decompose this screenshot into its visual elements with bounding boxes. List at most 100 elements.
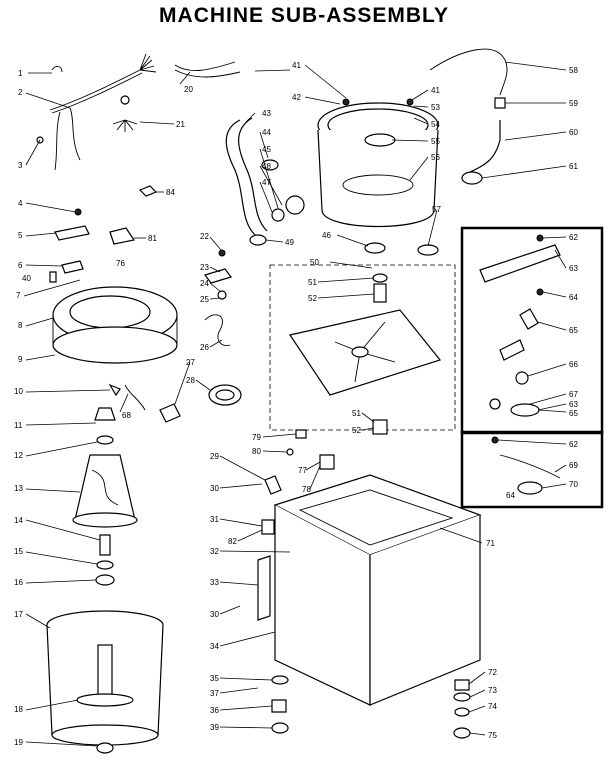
callout-28: 28 [186,376,195,385]
callout-73: 73 [488,686,497,695]
callout-labels: 1 2 3 4 5 6 7 8 9 10 11 12 13 14 15 16 1… [14,61,578,747]
callout-20: 20 [184,85,193,94]
cabinet [257,429,482,706]
callout-22: 22 [200,232,209,241]
callout-33: 33 [210,578,219,587]
callout-70: 70 [569,480,578,489]
callout-62-lower: 62 [569,440,578,449]
callout-37: 37 [210,689,219,698]
callout-30-upper: 30 [210,484,219,493]
callout-41-left: 41 [292,61,301,70]
callout-17: 17 [14,610,23,619]
callout-21: 21 [176,120,185,129]
callout-65-lower: 65 [569,409,578,418]
callout-59: 59 [569,99,578,108]
callout-51-lower: 51 [352,409,361,418]
callout-51-upper: 51 [308,278,317,287]
callout-41-right: 41 [431,86,440,95]
callout-42: 42 [292,93,301,102]
top-cover-ring [52,286,178,364]
callout-52-lower: 52 [352,426,361,435]
callout-53: 53 [431,103,440,112]
callout-56: 56 [431,153,440,162]
diagram-title: MACHINE SUB-ASSEMBLY [159,4,449,27]
callout-32: 32 [210,547,219,556]
leader-lines [23,61,567,747]
callout-14: 14 [14,516,23,525]
callout-46: 46 [322,231,331,240]
callout-60: 60 [569,128,578,137]
wash-basket [46,610,164,754]
callout-25: 25 [200,295,209,304]
callout-39: 39 [210,723,219,732]
callout-81: 81 [148,234,157,243]
callout-15: 15 [14,547,23,556]
callout-2: 2 [18,88,23,97]
callout-54: 54 [431,120,440,129]
callout-74: 74 [488,702,497,711]
callout-24: 24 [200,279,209,288]
callout-40: 40 [22,274,31,283]
callout-4: 4 [18,199,23,208]
bracket-group [49,208,135,283]
callout-69: 69 [569,461,578,470]
callout-29: 29 [210,452,219,461]
callout-61: 61 [569,162,578,171]
callout-62-upper: 62 [569,233,578,242]
callout-68: 68 [122,411,131,420]
callout-45: 45 [262,145,271,154]
callout-13: 13 [14,484,23,493]
callout-48: 48 [262,162,271,171]
callout-63-lower: 63 [569,400,578,409]
callout-79: 79 [252,433,261,442]
callout-76: 76 [116,259,125,268]
mounting-plate [269,264,456,435]
callout-72: 72 [488,668,497,677]
callout-82: 82 [228,537,237,546]
switch-inset [460,226,604,509]
callout-49: 49 [285,238,294,247]
callout-58: 58 [569,66,578,75]
drain-hose [225,117,305,246]
tub-fittings [364,242,439,303]
callout-1: 1 [18,69,23,78]
callout-23: 23 [200,263,209,272]
callout-64-upper: 64 [569,293,578,302]
wiring-harness [36,53,241,171]
callout-5: 5 [18,231,23,240]
callout-50: 50 [310,258,319,267]
callout-57: 57 [432,205,441,214]
callout-36: 36 [210,706,219,715]
callout-64-lower: 64 [506,491,515,500]
callout-9: 9 [18,355,23,364]
fill-hose [429,48,508,185]
callout-47: 47 [262,178,271,187]
callout-71: 71 [486,539,495,548]
callout-30-lower: 30 [210,610,219,619]
callout-52-upper: 52 [308,294,317,303]
callout-34: 34 [210,642,219,651]
callout-7: 7 [16,291,21,300]
leveling-legs [271,675,471,739]
callout-75: 75 [488,731,497,740]
agitator-group [72,383,138,586]
callout-19: 19 [14,738,23,747]
callout-16: 16 [14,578,23,587]
harness-clip [138,185,158,197]
callout-8: 8 [18,321,23,330]
callout-77: 77 [298,466,307,475]
callout-12: 12 [14,451,23,460]
motor-parts [124,249,242,423]
callout-31: 31 [210,515,219,524]
callout-80: 80 [252,447,261,456]
callout-6: 6 [18,261,23,270]
callout-18: 18 [14,705,23,714]
callout-44: 44 [262,128,271,137]
callout-43: 43 [262,109,271,118]
callout-66: 66 [569,360,578,369]
callout-3: 3 [18,161,23,170]
callout-35: 35 [210,674,219,683]
callout-84: 84 [166,188,175,197]
callout-55: 55 [431,137,440,146]
